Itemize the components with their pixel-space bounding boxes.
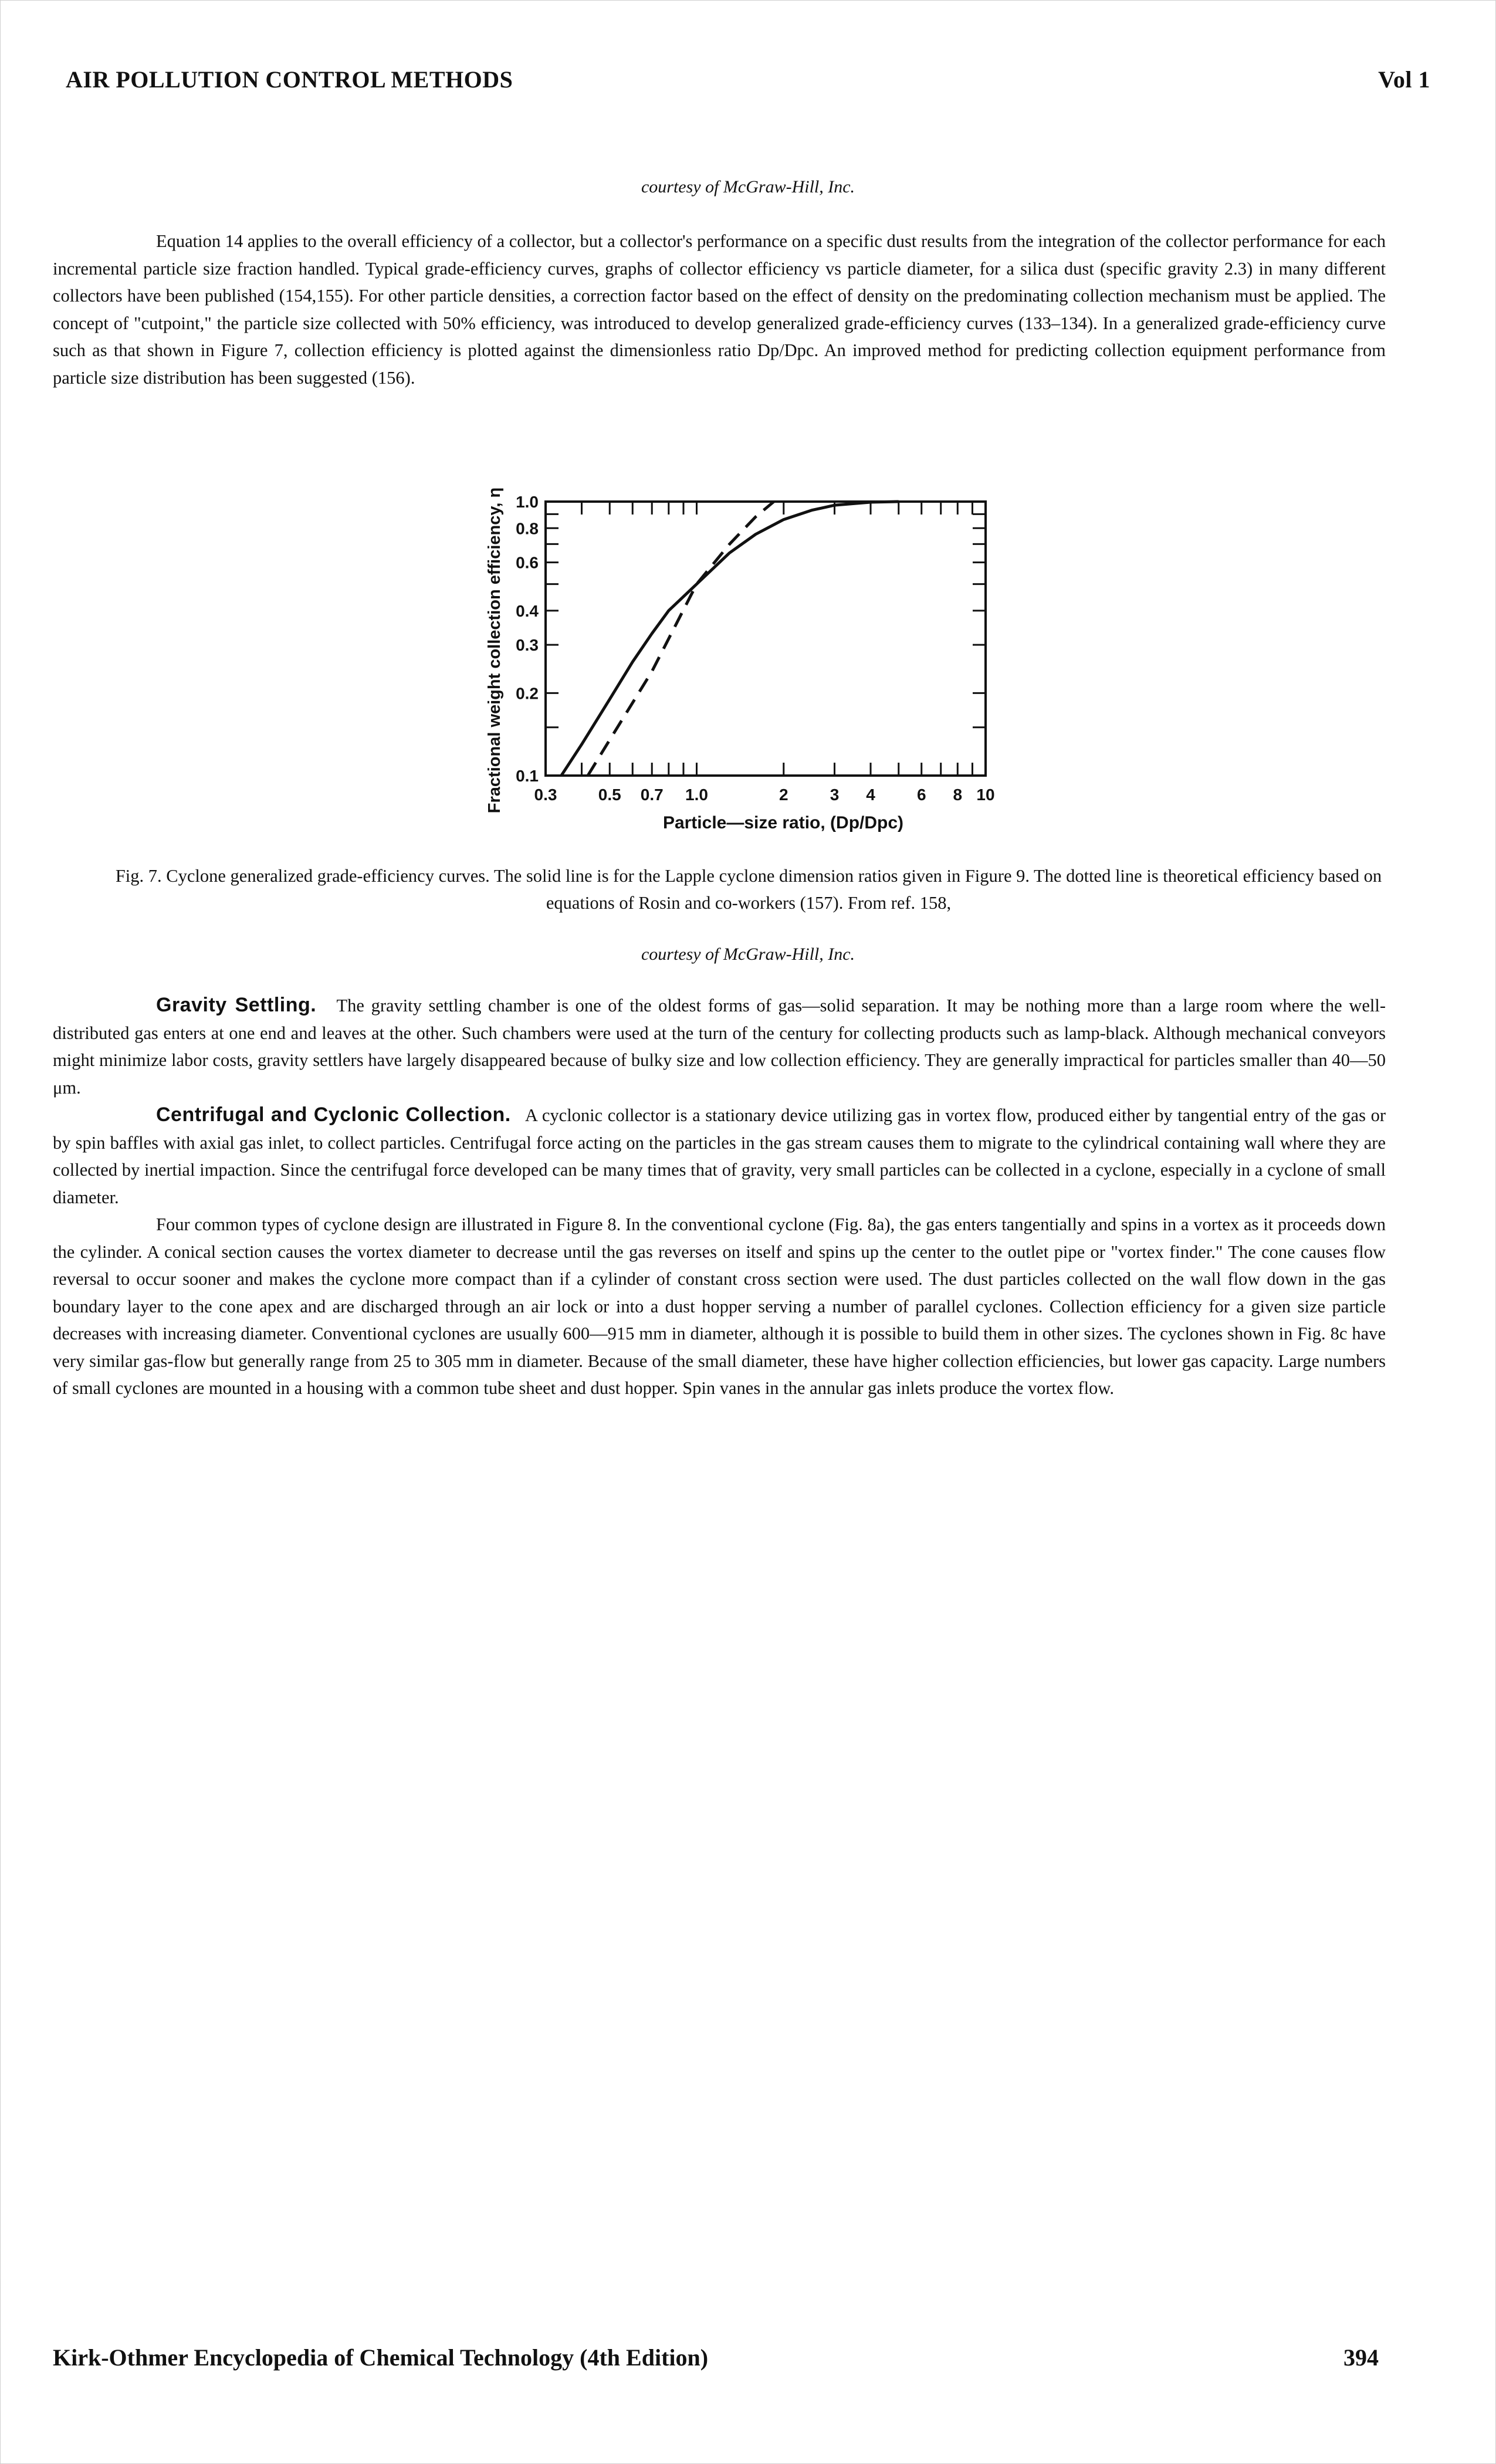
x-tick-label: 0.7: [641, 786, 664, 804]
x-tick-label: 2: [779, 786, 788, 804]
x-tick-label: 3: [830, 786, 840, 804]
x-tick-label: 10: [976, 786, 994, 804]
cyclone-design-paragraph: Four common types of cyclone design are …: [53, 1214, 1386, 1398]
x-tick-label: 4: [866, 786, 875, 804]
x-tick-label: 0.3: [534, 786, 557, 804]
y-tick-label: 0.3: [516, 636, 539, 654]
centrifugal-text: A cyclonic collector is a stationary dev…: [53, 1105, 1386, 1207]
intro-paragraph-text: Equation 14 applies to the overall effic…: [53, 231, 1386, 388]
running-header-title: AIR POLLUTION CONTROL METHODS: [66, 66, 513, 93]
footer-page-number: 394: [1343, 2344, 1379, 2371]
figure-7-chart: Fractional weight collection efficiency,…: [469, 469, 1033, 845]
theoretical-efficiency-curve: [586, 500, 775, 777]
y-tick-label: 0.4: [516, 602, 539, 620]
y-tick-label: 1.0: [516, 493, 539, 511]
grade-efficiency-chart: Fractional weight collection efficiency,…: [485, 488, 995, 832]
x-tick-label: 6: [917, 786, 926, 804]
y-tick-label: 0.6: [516, 554, 539, 572]
footer-title: Kirk-Othmer Encyclopedia of Chemical Tec…: [53, 2344, 709, 2371]
gravity-settling-heading: Gravity Settling.: [156, 994, 317, 1016]
running-header-volume: Vol 1: [1378, 66, 1430, 93]
y-tick-label: 0.2: [516, 684, 539, 702]
y-axis-label: Fractional weight collection efficiency,…: [485, 488, 504, 813]
intro-paragraph: Equation 14 applies to the overall effic…: [53, 228, 1386, 391]
gravity-settling-paragraph: Gravity Settling. The gravity settling c…: [53, 991, 1386, 1101]
centrifugal-paragraph: Centrifugal and Cyclonic Collection. A c…: [53, 1101, 1386, 1211]
body-text: Gravity Settling. The gravity settling c…: [53, 991, 1386, 1402]
plot-frame: [544, 500, 987, 777]
x-tick-label: 0.5: [598, 786, 621, 804]
y-tick-label: 0.8: [516, 519, 539, 537]
centrifugal-heading: Centrifugal and Cyclonic Collection.: [156, 1104, 511, 1126]
courtesy-note-bottom: courtesy of McGraw-Hill, Inc.: [641, 945, 855, 964]
courtesy-note-top: courtesy of McGraw-Hill, Inc.: [641, 177, 855, 197]
y-tick-label: 0.1: [516, 767, 539, 785]
figure-caption: Fig. 7. Cyclone generalized grade-effici…: [115, 866, 1382, 913]
lapple-cyclone-curve: [560, 500, 899, 777]
gravity-settling-text: The gravity settling chamber is one of t…: [53, 996, 1386, 1098]
x-axis-label: Particle—size ratio, (Dp/Dpc): [663, 813, 903, 832]
x-tick-label: 1.0: [685, 786, 708, 804]
x-tick-label: 8: [953, 786, 962, 804]
